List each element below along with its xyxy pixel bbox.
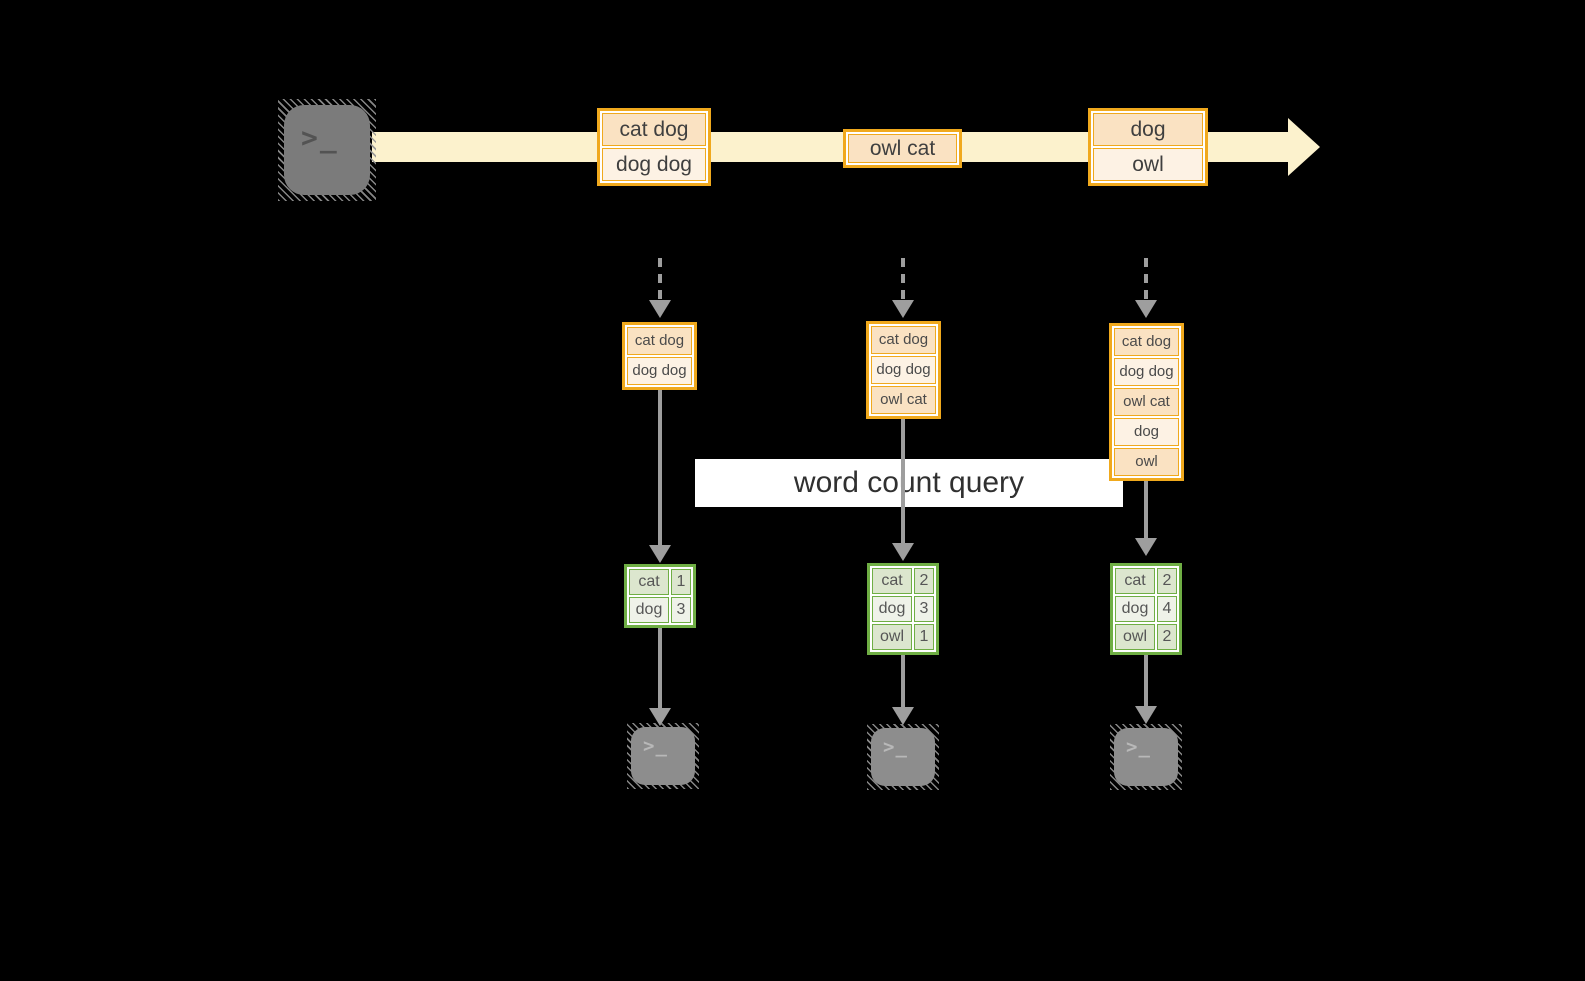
terminal-icon-body: >_ [1114, 728, 1178, 786]
dashed-arrow-shaft [901, 258, 905, 302]
buffered-events-stack-2: cat dog dog dog owl cat [866, 321, 941, 419]
stream-event-row: owl [1093, 148, 1203, 181]
count-cell: 1 [914, 624, 934, 650]
buffered-event-row: owl [1114, 448, 1179, 476]
word-cell: cat [872, 568, 912, 594]
dashed-arrow-head-icon [892, 300, 914, 318]
word-cell: cat [629, 569, 669, 595]
table-row: cat 2 [872, 568, 934, 594]
terminal-prompt-glyph: >_ [643, 735, 668, 757]
arrow-head-icon [892, 707, 914, 725]
arrow-shaft [901, 419, 905, 543]
buffered-event-row: dog dog [627, 357, 692, 385]
count-cell: 4 [1157, 596, 1177, 622]
buffered-event-row: owl cat [1114, 388, 1179, 416]
word-count-table-2: cat 2 dog 3 owl 1 [867, 563, 939, 655]
stream-event-box-3: dog owl [1088, 108, 1208, 186]
word-count-table-3: cat 2 dog 4 owl 2 [1110, 563, 1182, 655]
arrow-head-icon [649, 545, 671, 563]
stream-event-box-2: owl cat [843, 129, 962, 168]
arrow-head-icon [1135, 538, 1157, 556]
word-count-table-1: cat 1 dog 3 [624, 564, 696, 628]
arrow-head-icon [892, 543, 914, 561]
dashed-arrow-head-icon [1135, 300, 1157, 318]
terminal-source-icon: >_ [278, 99, 376, 201]
stream-event-row: cat dog [602, 113, 706, 146]
word-cell: dog [872, 596, 912, 622]
count-cell: 3 [914, 596, 934, 622]
terminal-output-icon-3: >_ [1110, 724, 1182, 790]
count-cell: 2 [1157, 568, 1177, 594]
terminal-output-icon-2: >_ [867, 724, 939, 790]
buffered-events-stack-1: cat dog dog dog [622, 322, 697, 390]
terminal-icon-body: >_ [631, 727, 695, 785]
terminal-output-icon-1: >_ [627, 723, 699, 789]
count-cell: 2 [1157, 624, 1177, 650]
stream-arrow-head-icon [1288, 118, 1320, 176]
table-row: owl 2 [1115, 624, 1177, 650]
table-row: dog 4 [1115, 596, 1177, 622]
buffered-event-row: owl cat [871, 386, 936, 414]
dashed-arrow-shaft [658, 258, 662, 302]
table-row: owl 1 [872, 624, 934, 650]
arrow-head-icon [1135, 706, 1157, 724]
buffered-event-row: cat dog [1114, 328, 1179, 356]
buffered-event-row: cat dog [627, 327, 692, 355]
dashed-arrow-shaft [1144, 258, 1148, 302]
buffered-events-stack-3: cat dog dog dog owl cat dog owl [1109, 323, 1184, 481]
stream-event-row: dog dog [602, 148, 706, 181]
terminal-prompt-glyph: >_ [301, 121, 339, 154]
arrow-shaft [901, 655, 905, 707]
query-label: word count query [695, 459, 1123, 507]
count-cell: 2 [914, 568, 934, 594]
arrow-shaft [658, 390, 662, 545]
terminal-prompt-glyph: >_ [883, 736, 908, 758]
terminal-prompt-glyph: >_ [1126, 736, 1151, 758]
word-cell: owl [872, 624, 912, 650]
table-row: cat 1 [629, 569, 691, 595]
dashed-arrow-head-icon [649, 300, 671, 318]
count-cell: 3 [671, 597, 691, 623]
count-cell: 1 [671, 569, 691, 595]
word-cell: cat [1115, 568, 1155, 594]
terminal-icon-body: >_ [284, 105, 370, 195]
word-cell: dog [629, 597, 669, 623]
table-row: dog 3 [629, 597, 691, 623]
buffered-event-row: dog dog [871, 356, 936, 384]
stream-event-row: dog [1093, 113, 1203, 146]
word-cell: owl [1115, 624, 1155, 650]
buffered-event-row: dog dog [1114, 358, 1179, 386]
arrow-head-icon [649, 708, 671, 726]
arrow-shaft [658, 628, 662, 708]
buffered-event-row: cat dog [871, 326, 936, 354]
stream-event-box-1: cat dog dog dog [597, 108, 711, 186]
buffered-event-row: dog [1114, 418, 1179, 446]
terminal-icon-body: >_ [871, 728, 935, 786]
stream-event-row: owl cat [848, 134, 957, 163]
table-row: dog 3 [872, 596, 934, 622]
word-cell: dog [1115, 596, 1155, 622]
arrow-shaft [1144, 481, 1148, 538]
arrow-shaft [1144, 655, 1148, 706]
table-row: cat 2 [1115, 568, 1177, 594]
